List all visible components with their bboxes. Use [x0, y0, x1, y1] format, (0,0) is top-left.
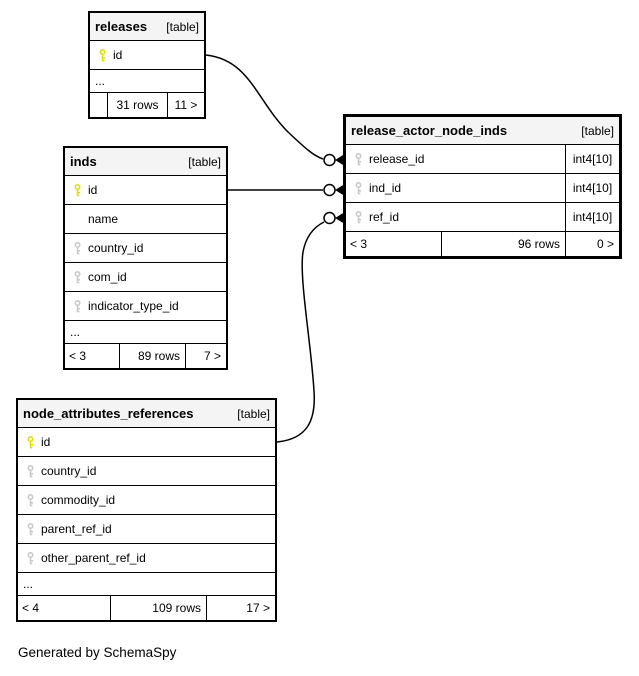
- foreign-key-icon: [65, 270, 85, 284]
- column-type: int4[10]: [565, 203, 619, 231]
- foreign-key-icon: [346, 210, 366, 224]
- footer-children: 11 >: [167, 93, 204, 117]
- foreign-key-icon: [65, 241, 85, 255]
- footer-row-count: 89 rows: [119, 344, 185, 368]
- column-row-id: id: [18, 428, 275, 457]
- column-row-indicator-type-id: indicator_type_id: [65, 292, 226, 321]
- table-inds-footer: < 3 89 rows 7 >: [65, 344, 226, 368]
- table-node-attributes-references-header: node_attributes_references [table]: [18, 400, 275, 428]
- column-row-com-id: com_id: [65, 263, 226, 292]
- column-row-commodity-id: commodity_id: [18, 486, 275, 515]
- column-row-release-id: release_id int4[10]: [346, 145, 619, 174]
- column-name: country_id: [41, 464, 97, 478]
- footer-parents: < 3: [69, 349, 87, 363]
- table-inds-name[interactable]: inds: [70, 154, 97, 169]
- column-name: ind_id: [369, 181, 402, 195]
- column-name: indicator_type_id: [88, 299, 179, 313]
- foreign-key-icon: [18, 464, 38, 478]
- foreign-key-icon: [18, 493, 38, 507]
- column-row-other-parent-ref-id: other_parent_ref_id: [18, 544, 275, 573]
- column-name: id: [88, 183, 98, 197]
- primary-key-icon: [90, 48, 110, 62]
- footer-row-count: 31 rows: [107, 93, 167, 117]
- column-row-name: name: [65, 205, 226, 234]
- table-tag: [table]: [581, 123, 614, 138]
- column-type: int4[10]: [565, 145, 619, 173]
- footer-row-count: 96 rows: [441, 232, 565, 256]
- primary-key-icon: [18, 435, 38, 449]
- table-node-attributes-references-name[interactable]: node_attributes_references: [23, 406, 194, 421]
- column-name: id: [41, 435, 51, 449]
- footer-children: 7 >: [185, 344, 226, 368]
- connector-circle: [323, 183, 336, 197]
- column-name: release_id: [369, 152, 425, 166]
- column-name: country_id: [88, 241, 144, 255]
- column-name: commodity_id: [41, 493, 116, 507]
- column-name: parent_ref_id: [41, 522, 112, 536]
- connector-circle: [323, 153, 336, 167]
- footer-children: 17 >: [206, 596, 275, 620]
- table-tag: [table]: [237, 406, 270, 421]
- foreign-key-icon: [18, 522, 38, 536]
- foreign-key-icon: [18, 551, 38, 565]
- table-inds: inds [table] id name country_id com_id i…: [63, 146, 228, 370]
- column-name: ref_id: [369, 210, 400, 224]
- footer-parents: [90, 93, 107, 117]
- table-tag: [table]: [166, 19, 199, 34]
- table-tag: [table]: [188, 154, 221, 169]
- column-row-ref-id: ref_id int4[10]: [346, 203, 619, 232]
- column-name: name: [88, 212, 119, 226]
- primary-key-icon: [65, 183, 85, 197]
- table-release-actor-node-inds-footer: < 3 96 rows 0 >: [346, 232, 619, 256]
- foreign-key-icon: [346, 181, 366, 195]
- connector-circle: [323, 211, 336, 225]
- table-releases-header: releases [table]: [90, 13, 204, 41]
- generated-by-note: Generated by SchemaSpy: [18, 645, 177, 660]
- column-row-id: id: [65, 176, 226, 205]
- connector-nar-to-ref-id: [276, 221, 325, 443]
- table-releases-footer: 31 rows 11 >: [90, 93, 204, 117]
- column-row-country-id: country_id: [65, 234, 226, 263]
- ellipsis-row: ...: [65, 321, 226, 344]
- table-node-attributes-references: node_attributes_references [table] id co…: [16, 398, 277, 622]
- column-row-parent-ref-id: parent_ref_id: [18, 515, 275, 544]
- column-name: id: [113, 48, 123, 62]
- table-release-actor-node-inds-header: release_actor_node_inds [table]: [346, 117, 619, 145]
- table-release-actor-node-inds-name[interactable]: release_actor_node_inds: [351, 123, 508, 138]
- footer-row-count: 109 rows: [110, 596, 206, 620]
- table-node-attributes-references-footer: < 4 109 rows 17 >: [18, 596, 275, 620]
- foreign-key-icon: [346, 152, 366, 166]
- column-row-id: id: [90, 41, 204, 70]
- ellipsis-row: ...: [18, 573, 275, 596]
- table-releases: releases [table] id ... 31 rows 11 >: [88, 11, 206, 119]
- column-type: int4[10]: [565, 174, 619, 202]
- table-releases-name[interactable]: releases: [95, 19, 148, 34]
- footer-children: 0 >: [565, 232, 619, 256]
- column-row-country-id: country_id: [18, 457, 275, 486]
- ellipsis-row: ...: [90, 70, 204, 93]
- footer-parents: < 3: [350, 237, 368, 251]
- column-name: com_id: [88, 270, 127, 284]
- foreign-key-icon: [65, 299, 85, 313]
- column-row-ind-id: ind_id int4[10]: [346, 174, 619, 203]
- column-name: other_parent_ref_id: [41, 551, 146, 565]
- table-inds-header: inds [table]: [65, 148, 226, 176]
- table-release-actor-node-inds: release_actor_node_inds [table] release_…: [343, 114, 622, 259]
- footer-parents: < 4: [22, 601, 40, 615]
- connector-releases-to-release-id: [205, 54, 324, 160]
